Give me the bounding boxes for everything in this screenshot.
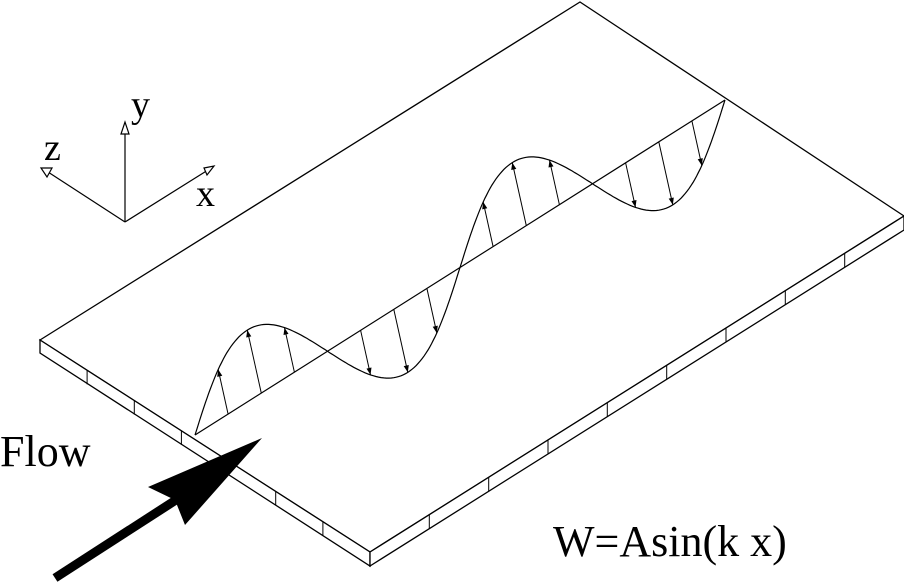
velocity-arrowhead — [482, 202, 488, 210]
velocity-arrow-shaft — [246, 329, 262, 394]
velocity-arrow-shaft — [393, 309, 409, 373]
velocity-arrowhead — [631, 200, 637, 208]
velocity-arrowhead — [283, 327, 289, 335]
coordinate-axes — [39, 120, 216, 223]
velocity-arrowhead — [697, 158, 703, 166]
velocity-arrow-shaft — [549, 159, 560, 205]
velocity-arrow-shaft — [482, 201, 494, 247]
flow-arrow — [52, 438, 262, 582]
velocity-arrow-shaft — [625, 162, 636, 208]
x-axis-line — [124, 169, 209, 223]
velocity-arrow-shaft — [511, 162, 527, 226]
velocity-arrowhead — [217, 369, 223, 377]
velocity-arrowhead — [548, 160, 554, 168]
velocity-arrow-shaft — [658, 141, 674, 206]
velocity-arrow-shaft — [217, 369, 229, 415]
plate-edge-ticks — [86, 253, 846, 536]
z-axis-line — [47, 171, 126, 223]
wave-equation: W=Asin(k x) — [553, 517, 787, 566]
velocity-arrow-shaft — [691, 120, 703, 166]
velocity-arrow-shaft — [284, 327, 295, 373]
x-axis-label: x — [196, 173, 215, 215]
flow-label: Flow — [0, 427, 91, 476]
velocity-arrowhead — [511, 162, 517, 170]
z-axis-arrowhead — [39, 167, 54, 179]
x-axis-arrowhead — [203, 165, 216, 177]
velocity-arrow-shaft — [360, 330, 371, 376]
wave-curve — [194, 99, 726, 436]
velocity-arrowhead — [432, 325, 438, 333]
plate-top-face — [38, 1, 904, 553]
flow-arrowhead — [148, 438, 262, 525]
z-axis-label: z — [44, 127, 61, 169]
y-axis-label: y — [131, 84, 150, 126]
velocity-arrowhead — [668, 197, 674, 205]
velocity-arrowhead — [246, 330, 252, 338]
velocity-arrowhead — [366, 367, 372, 375]
sine-wave-profile — [194, 99, 726, 436]
velocity-arrow-shaft — [426, 288, 438, 334]
y-axis-arrowhead — [120, 120, 130, 135]
velocity-arrowhead — [403, 365, 409, 373]
